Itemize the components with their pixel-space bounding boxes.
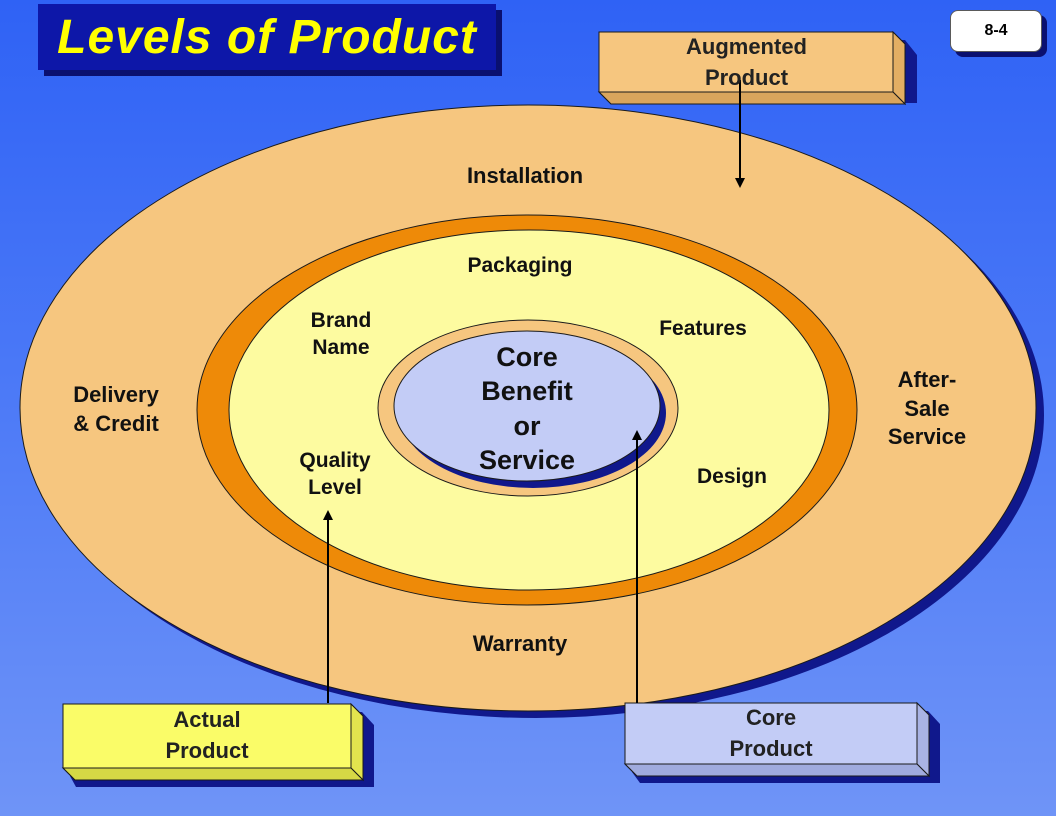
title-box: Levels of Product <box>38 4 496 70</box>
core-product-label: Core Product <box>729 705 813 761</box>
quality-level-label: Quality Level <box>299 449 371 500</box>
after-sale-service-label: After- Sale Service <box>887 367 967 450</box>
brand-name-label: Brand Name <box>310 309 372 360</box>
delivery-credit-label: Delivery & Credit <box>73 382 159 436</box>
actual-product-box <box>61 702 374 787</box>
core-arrow <box>632 430 642 703</box>
page-title: Levels of Product <box>57 10 477 64</box>
core-benefit-label: Core Benefit or Service <box>478 342 576 475</box>
design-label: Design <box>696 465 767 488</box>
installation-label: Installation <box>466 163 584 188</box>
augmented-arrow <box>735 80 745 188</box>
augmented-product-label: Augmented Product <box>686 34 807 90</box>
actual-arrow <box>323 510 333 703</box>
actual-product-label: Actual Product <box>165 707 249 763</box>
core-ellipse <box>393 330 661 482</box>
augmented-product-box <box>597 30 917 106</box>
packaging-label: Packaging <box>467 254 573 277</box>
features-label: Features <box>659 317 747 340</box>
core-product-box <box>623 701 940 783</box>
page-number-badge: 8-4 <box>950 10 1042 52</box>
warranty-label: Warranty <box>472 631 568 656</box>
